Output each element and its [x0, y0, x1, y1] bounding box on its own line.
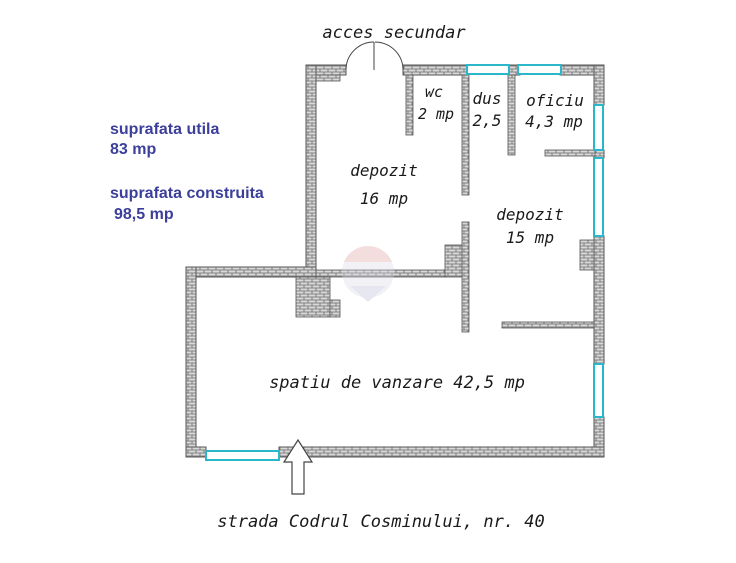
sales-space-label: spatiu de vanzare 42,5 mp [269, 373, 525, 393]
built-area-label: suprafata construita [110, 185, 264, 202]
windows [205, 64, 604, 461]
secondary-entrance-label: acces secundar [322, 23, 466, 43]
wc-label: wc [425, 83, 443, 101]
useful-area-label: suprafata utila [110, 121, 219, 138]
entrance-arrow [282, 438, 314, 495]
storage-2-area: 15 mp [506, 228, 554, 247]
shower-label: dus [473, 89, 502, 108]
inner-walls [295, 74, 596, 333]
useful-area-value: 83 mp [110, 141, 156, 158]
storage-2-label: depozit [496, 205, 563, 224]
wc-area: 2 mp [418, 105, 454, 123]
office-label: oficiu [526, 91, 584, 110]
logo-watermark [342, 246, 394, 302]
double-door [345, 41, 404, 71]
shower-area: 2,5 [473, 111, 502, 130]
storage-1-label: depozit [350, 161, 417, 180]
outer-walls [185, 64, 605, 458]
storage-1-area: 16 mp [360, 189, 408, 208]
street-address: strada Codrul Cosminului, nr. 40 [217, 512, 545, 532]
built-area-value: 98,5 mp [114, 206, 174, 223]
office-area: 4,3 mp [525, 112, 583, 131]
